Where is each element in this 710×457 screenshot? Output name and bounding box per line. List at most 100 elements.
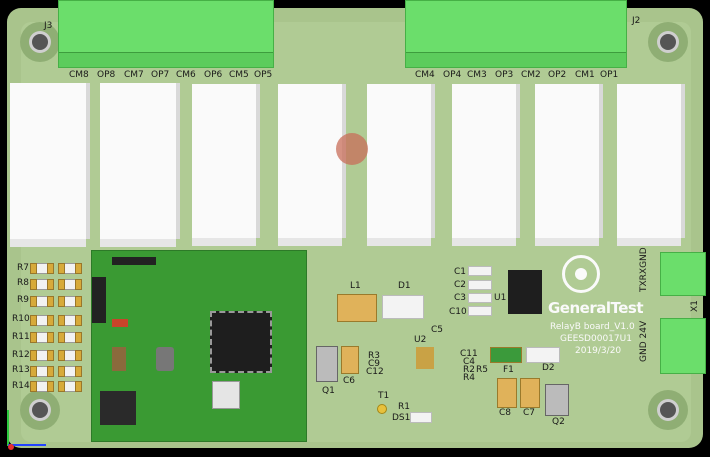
relay-4: [278, 84, 342, 246]
ref-r14: R14: [12, 381, 30, 391]
cap-c2: [468, 280, 492, 290]
ref-r9: R9: [17, 295, 29, 305]
regulator: [100, 391, 136, 425]
ref-r4: R4: [463, 373, 475, 383]
relay-8: [617, 84, 681, 246]
transistor-q2: [545, 384, 569, 416]
j2-pin-5: CM2: [521, 70, 541, 80]
ref-r2: R2: [463, 365, 475, 375]
ref-r12: R12: [12, 350, 30, 360]
ref-r3: R3: [368, 351, 380, 361]
diode-d1: [382, 295, 424, 319]
ref-r1: R1: [398, 402, 410, 412]
ref-c11: C11: [460, 349, 478, 359]
cap-c8: [497, 378, 517, 408]
ref-c6: C6: [343, 376, 356, 386]
cap-c6: [341, 346, 359, 374]
connector-j2: [405, 0, 627, 68]
j3-pin-3: CM7: [124, 70, 144, 80]
connector-j3: [58, 0, 274, 68]
relay-1: [10, 83, 86, 247]
led-5: [30, 332, 54, 343]
chip-u1: [508, 270, 542, 314]
resistor-6: [58, 350, 82, 361]
chip-u2: [416, 347, 434, 369]
mcu-module: [91, 250, 307, 442]
ref-r10: R10: [12, 314, 30, 324]
j2-pin-6: OP2: [548, 70, 567, 80]
ref-c8: C8: [499, 408, 512, 418]
ref-r5: R5: [476, 365, 488, 375]
mount-hole-bottom-left: [20, 390, 60, 430]
ref-c3: C3: [454, 293, 467, 303]
cap-c1: [468, 266, 492, 276]
ref-c12: C12: [366, 367, 384, 377]
j2-pin-4: OP3: [495, 70, 514, 80]
cap-c3: [468, 293, 492, 303]
ref-l1: L1: [350, 281, 361, 291]
ref-u1: U1: [494, 293, 507, 303]
j3-pin-6: OP6: [204, 70, 223, 80]
module-header: [112, 257, 156, 265]
power-ref: X1: [690, 300, 700, 312]
led-2: [30, 279, 54, 290]
mount-hole-top-left: [20, 22, 60, 62]
led-7: [30, 366, 54, 377]
mount-hole-bottom-right: [648, 390, 688, 430]
axis-y-icon: [7, 410, 9, 446]
ref-ds1: DS1: [392, 413, 411, 423]
ref-c10: C10: [449, 307, 467, 317]
inductor-module: [112, 347, 126, 371]
j2-pin-1: CM4: [415, 70, 435, 80]
txrx-label: TXRXGND: [639, 247, 649, 292]
connector-power: [660, 318, 706, 374]
j2-pin-2: OP4: [443, 70, 462, 80]
board-name: RelayB board_V1.0: [550, 322, 635, 332]
j3-pin-1: CM8: [69, 70, 89, 80]
ref-r11: R11: [12, 332, 30, 342]
resistor-3: [58, 296, 82, 307]
brand-logo-icon: [562, 255, 600, 293]
ref-c2: C2: [454, 280, 467, 290]
relay-7: [535, 84, 599, 246]
ref-r7: R7: [17, 263, 29, 273]
axis-z-icon: [8, 444, 14, 450]
cursor-highlight: [336, 133, 368, 165]
inductor-l1: [337, 294, 377, 322]
relay-6: [452, 84, 516, 246]
ref-q1: Q1: [322, 386, 335, 396]
power-label: GND 24V: [639, 320, 649, 362]
crystal: [212, 381, 240, 409]
module-cap: [156, 347, 174, 371]
j2-pin-8: OP1: [600, 70, 619, 80]
resistor-1: [58, 263, 82, 274]
ref-c7: C7: [523, 408, 536, 418]
mount-hole-top-right: [648, 22, 688, 62]
resistor-4: [58, 315, 82, 326]
resistor-8: [58, 381, 82, 392]
j3-pin-2: OP8: [97, 70, 116, 80]
ref-q2: Q2: [552, 417, 565, 427]
board-date: 2019/3/20: [575, 346, 622, 356]
board-code: GEESD00017U1: [560, 334, 632, 344]
led-6: [30, 350, 54, 361]
j2-ref: J2: [632, 16, 641, 26]
connector-txrx: [660, 252, 706, 296]
ref-c4: C4: [463, 357, 476, 367]
led-1: [30, 263, 54, 274]
diode-d2: [526, 347, 560, 363]
ref-c5: C5: [431, 325, 444, 335]
ref-c1: C1: [454, 267, 467, 277]
module-side-header: [92, 277, 106, 323]
ref-r13: R13: [12, 365, 30, 375]
axis-x-icon: [8, 444, 46, 446]
testpoint-t1: [377, 404, 387, 414]
resistor-7: [58, 366, 82, 377]
j3-ref: J3: [44, 21, 53, 31]
transistor-q1: [316, 346, 338, 382]
fuse-f1: [490, 347, 522, 363]
led-3: [30, 296, 54, 307]
j3-pin-4: OP7: [151, 70, 170, 80]
relay-3: [192, 84, 256, 246]
j2-pin-7: CM1: [575, 70, 595, 80]
